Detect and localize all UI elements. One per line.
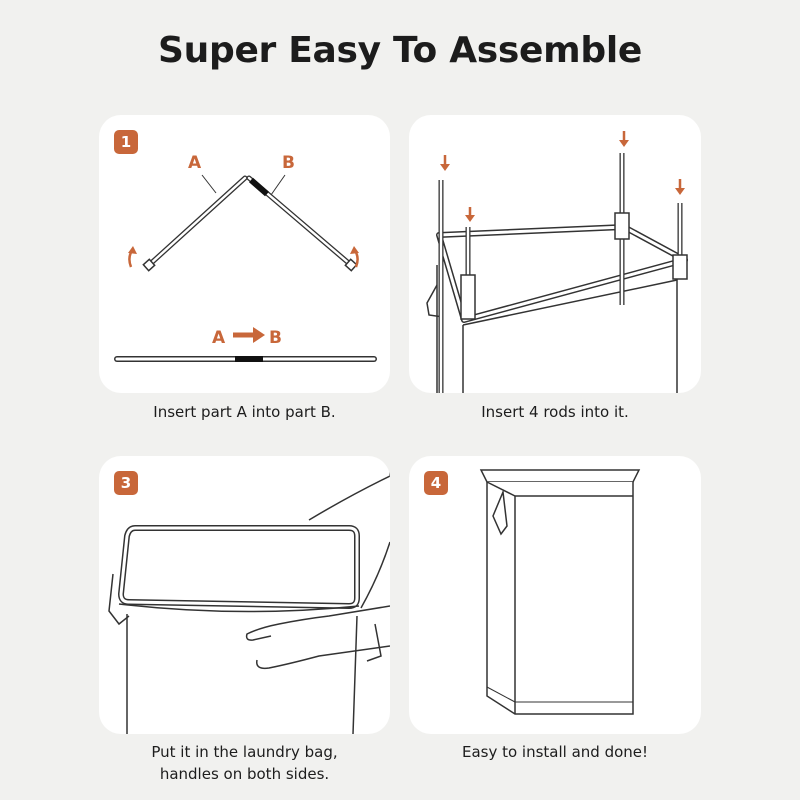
step-3-illustration <box>108 456 390 734</box>
step-2-caption: Insert 4 rods into it. <box>481 403 629 421</box>
step-4-caption: Easy to install and done! <box>461 743 649 761</box>
page-title: Super Easy To Assemble <box>158 30 642 71</box>
step-2-panel <box>409 115 701 393</box>
step-4-panel: 4 <box>409 456 701 734</box>
step-3-caption-line-1: Put it in the laundry bag, <box>151 743 338 761</box>
step-1-badge: 1 <box>114 130 138 154</box>
step-1-panel: 1 A B A B <box>99 115 390 393</box>
label-combined-a: A <box>212 328 226 348</box>
label-b: B <box>282 153 295 173</box>
step-3-caption: Put it in the laundry bag, handles on bo… <box>99 741 390 785</box>
step-3-caption-line-2: handles on both sides. <box>159 765 330 783</box>
step-4-badge: 4 <box>424 471 448 495</box>
step-4-illustration <box>479 469 641 715</box>
step-3-badge: 3 <box>114 471 138 495</box>
step-2-illustration <box>426 131 688 393</box>
step-3-panel: 3 <box>99 456 390 734</box>
label-combined-b: B <box>269 328 282 348</box>
label-a: A <box>188 153 202 173</box>
step-1-illustration <box>114 174 377 362</box>
step-1-caption: Insert part A into part B. <box>153 403 336 421</box>
